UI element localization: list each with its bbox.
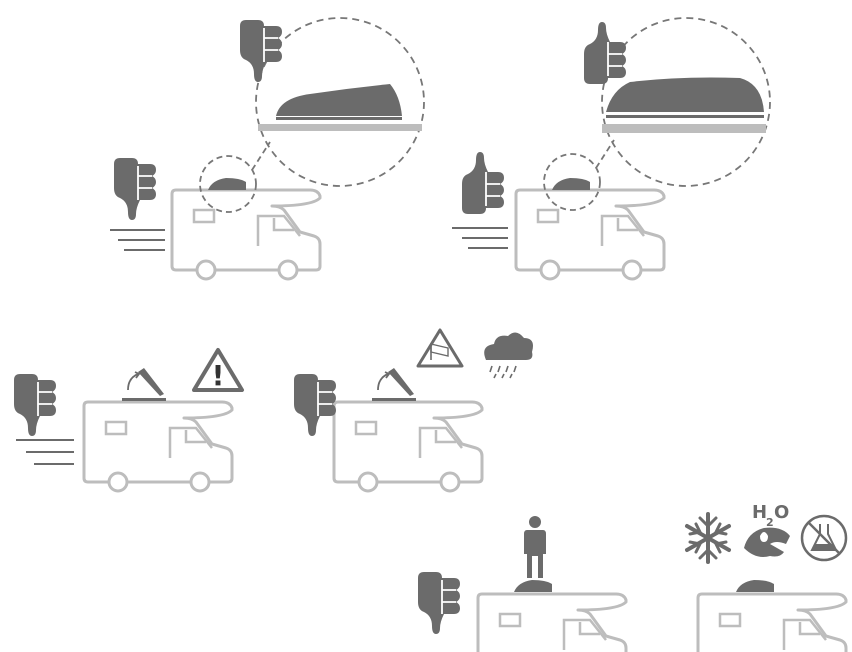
- thumbs-down-icon: [239, 19, 283, 83]
- thumbs-up-icon: [583, 21, 627, 85]
- roof-cover-small: [736, 580, 774, 592]
- motorhome: [82, 400, 234, 493]
- water-hand-icon: H 2 O: [744, 502, 790, 557]
- person-icon: [524, 516, 546, 578]
- zoom-circle-small: [199, 155, 257, 213]
- motorhome: [332, 400, 484, 493]
- thumbs-up-icon: [461, 151, 505, 215]
- svg-text:!: !: [212, 359, 225, 392]
- snowflake-icon: [685, 512, 731, 564]
- open-vent-lid: [388, 368, 414, 396]
- rain-cloud-icon: [484, 332, 533, 379]
- windsock-icon: [416, 328, 464, 368]
- roof-cover-large: [606, 77, 764, 112]
- zoom-circle-large: [255, 17, 425, 187]
- panel-open-vent-weather: [293, 328, 533, 493]
- open-vent-lid: [138, 368, 164, 396]
- thumbs-down-icon: [293, 373, 337, 437]
- motorhome: [476, 592, 628, 652]
- svg-text:H: H: [752, 502, 767, 523]
- speed-lines: [110, 229, 165, 251]
- roof-cover-small: [208, 178, 246, 190]
- roof-cover-large: [276, 84, 402, 116]
- roof-cover-small: [514, 580, 552, 592]
- motorhome: [170, 188, 322, 281]
- thumbs-down-icon: [13, 373, 57, 437]
- panel-open-vent-driving: !: [13, 348, 244, 493]
- panel-roofbox-speed-bad: [110, 17, 425, 281]
- panel-person-on-roof: [417, 516, 628, 652]
- warning-icon: !: [192, 348, 244, 392]
- zoom-circle-small: [543, 153, 601, 211]
- speed-lines: [452, 227, 508, 249]
- thumbs-down-icon: [113, 157, 157, 221]
- svg-text:2: 2: [766, 516, 774, 529]
- panel-roofbox-good: [452, 17, 771, 281]
- zoom-circle-large: [601, 17, 771, 187]
- roof-cover-small: [552, 178, 590, 190]
- thumbs-down-icon: [417, 571, 461, 635]
- svg-text:O: O: [774, 502, 789, 523]
- motorhome: [696, 592, 848, 652]
- panel-cleaning-care: H 2 O: [685, 502, 848, 652]
- no-chemicals-icon: [800, 514, 848, 562]
- speed-lines: [16, 439, 74, 465]
